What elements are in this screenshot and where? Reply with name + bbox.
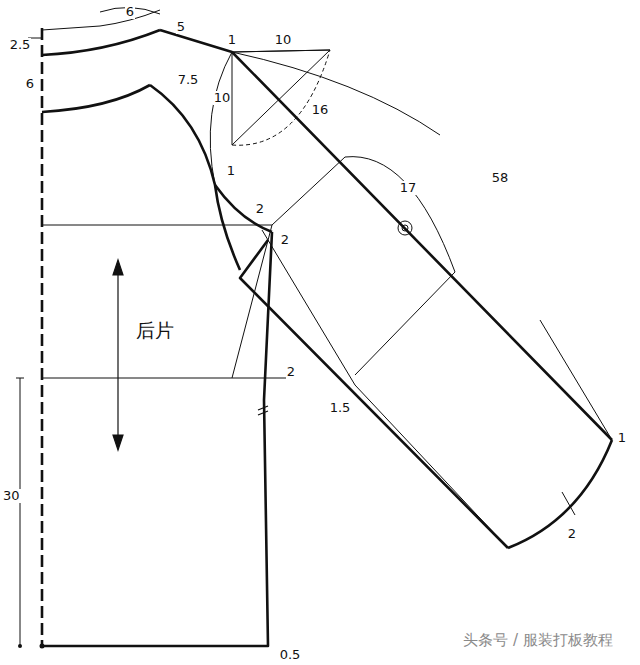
dimension-number: 5 [176,20,186,34]
dimension-number: 58 [491,171,510,185]
dimension-number: 6 [25,77,35,91]
dimension-number: 17 [399,181,418,195]
dimension-number: 1.5 [329,401,352,415]
dimension-number: 16 [311,103,330,117]
dimension-number: 1 [226,164,236,178]
dimension-number: 6 [125,5,135,19]
dimension-number: 2 [286,365,296,379]
dimension-number: 2.5 [9,38,32,52]
dimension-number: 7.5 [177,73,200,87]
dimension-number: 10 [213,91,232,105]
dimension-number: 2 [255,202,265,216]
part-name: 后片 [135,320,175,341]
dimension-number: 2 [280,233,290,247]
dimension-number: 10 [274,33,293,47]
dimension-number: 1 [227,33,237,47]
dimension-number: 0.5 [279,648,302,662]
dimension-number: 30 [2,489,21,503]
dimension-number: 2 [567,527,577,541]
dimension-number: 1 [617,431,627,445]
watermark: 头条号 / 服装打板教程 [462,632,614,649]
